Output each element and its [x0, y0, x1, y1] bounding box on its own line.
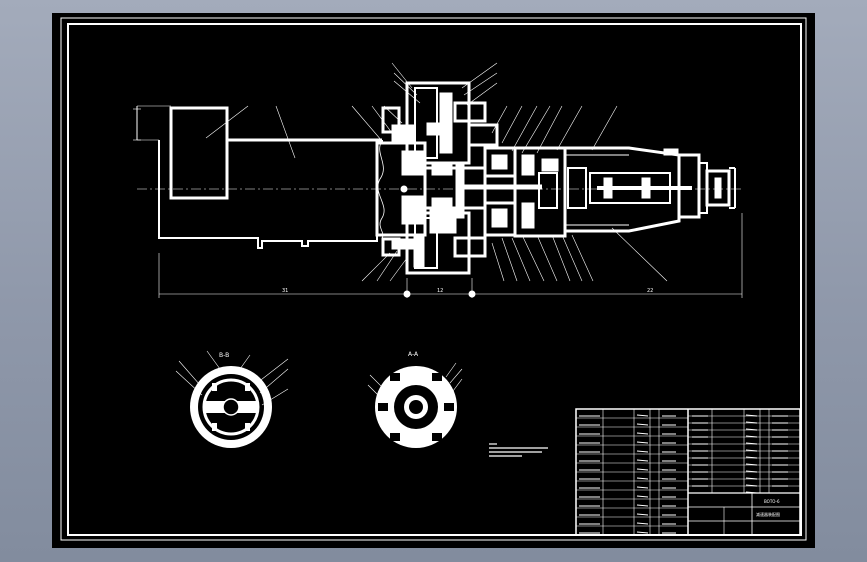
table-rule: [745, 484, 758, 487]
table-rule: [636, 459, 649, 462]
technical-notes: [489, 443, 548, 457]
table-rule: [745, 435, 758, 438]
table-rule: [636, 522, 649, 525]
table-rule: [636, 441, 649, 444]
table-rule: [636, 486, 649, 489]
section-a-a-view: A-A: [367, 351, 463, 448]
table-rule: [636, 477, 649, 480]
table-rule: [636, 513, 649, 516]
dim-left-label: 31: [282, 288, 288, 294]
table-rule: [636, 504, 649, 507]
title-block-name: BOTO-6: [764, 499, 780, 504]
cad-viewport[interactable]: 31 12 22 B-B A-A: [52, 13, 815, 548]
table-rule: [745, 442, 758, 445]
table-rule: [745, 477, 758, 480]
sheet-outer-border: [60, 17, 807, 541]
table-rule: [636, 531, 649, 534]
title-block-designation: 减速器装配图: [756, 511, 780, 517]
table-rule: [745, 470, 758, 473]
dim-right-label: 22: [647, 288, 653, 294]
main-section-view: [133, 62, 743, 298]
table-rule: [745, 449, 758, 452]
table-rule: [636, 414, 649, 417]
table-rule: [745, 456, 758, 459]
table-rule: [636, 423, 649, 426]
section-b-b-label: B-B: [219, 352, 229, 359]
parts-list-cell-text: [579, 414, 788, 534]
table-rule: [745, 414, 758, 417]
table-rule: [745, 421, 758, 424]
dim-middle-label: 12: [437, 288, 443, 294]
table-rule: [636, 450, 649, 453]
title-block: [688, 492, 800, 535]
table-rule: [745, 463, 758, 466]
table-rule: [636, 468, 649, 471]
table-rule: [636, 495, 649, 498]
section-a-a-label: A-A: [408, 351, 419, 358]
assembly-drawing: 31 12 22 B-B A-A: [60, 17, 807, 541]
table-rule: [636, 432, 649, 435]
sheet-inner-border: [67, 23, 802, 536]
section-b-b-view: B-B: [175, 350, 289, 448]
table-rule: [745, 428, 758, 431]
